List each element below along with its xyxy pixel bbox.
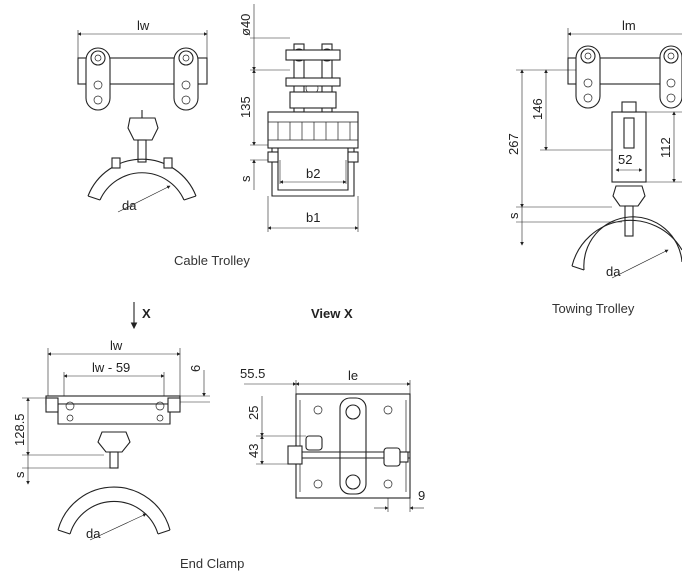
dim-da-end-clamp: da (86, 526, 101, 541)
caption-cable-trolley: Cable Trolley (174, 253, 250, 268)
towing-trolley-view: lm 112 52 da 146 (506, 18, 682, 279)
cable-trolley-side-view: ø40 135 s b2 (238, 4, 359, 232)
dim-128-5: 128.5 (12, 413, 27, 446)
dim-lm: lm (622, 18, 636, 33)
dim-43: 43 (246, 444, 261, 458)
dim-lw-cable: lw (137, 18, 150, 33)
dim-s-end-clamp: s (12, 471, 27, 478)
dim-9: 9 (418, 488, 425, 503)
dim-da-towing: da (606, 264, 621, 279)
caption-end-clamp: End Clamp (180, 556, 244, 571)
cable-trolley-front-view: lw da (77, 18, 208, 213)
dim-6: 6 (188, 365, 203, 372)
view-x-drawing: 55.5 le 25 43 9 (240, 366, 425, 512)
view-x-marker: X (142, 306, 151, 321)
dim-le: le (348, 368, 358, 383)
dim-s-towing: s (506, 212, 521, 219)
dim-b2: b2 (306, 166, 320, 181)
end-clamp-view: X lw lw - 59 6 da 12 (12, 302, 210, 541)
dim-146: 146 (530, 98, 545, 120)
caption-towing-trolley: Towing Trolley (552, 301, 635, 316)
caption-view-x: View X (311, 306, 353, 321)
dim-52: 52 (618, 152, 632, 167)
dim-lw-minus-59: lw - 59 (92, 360, 130, 375)
dim-d40: ø40 (238, 14, 253, 36)
dim-da-cable: da (122, 198, 137, 213)
dim-112: 112 (658, 137, 673, 158)
dim-lw-end-clamp: lw (110, 338, 123, 353)
dim-55-5: 55.5 (240, 366, 265, 381)
dim-s-cable: s (238, 175, 253, 182)
dim-25: 25 (246, 406, 261, 420)
dim-267: 267 (506, 133, 521, 155)
dim-135: 135 (238, 96, 253, 118)
dim-b1: b1 (306, 210, 320, 225)
